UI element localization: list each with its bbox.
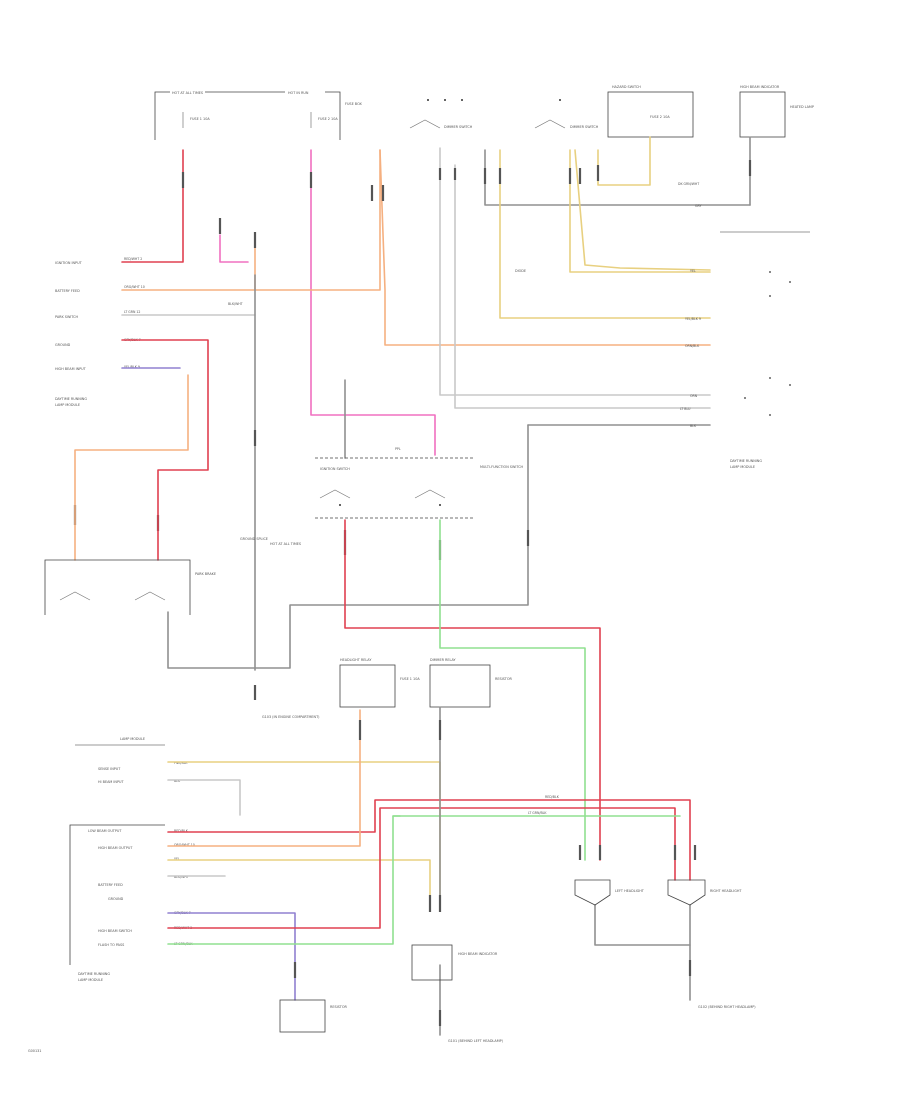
ground-splice: GROUND SPLICE HOT AT ALL TIMES G103 (IN … [240,537,320,719]
pin-battery-feed: BATTERY FEED [55,289,80,293]
wire-code-c13: GRY [695,204,701,208]
right-side-labels: GRY YEL YEL/BLK 9 ORN/BLK ORN LT BLU BLK… [515,182,810,469]
wire-code-c10b: BLK/WHT [174,875,189,879]
hot-at-all-times-label: HOT AT ALL TIMES [172,91,203,95]
daytime-running-label: DAYTIME RUNNING [55,397,87,401]
pin-battery-feed-b: BATTERY FEED [98,883,123,887]
g102-label: G102 (BEHIND RIGHT HEADLAMP) [698,1005,756,1009]
hot-at-all-label: HOT AT ALL TIMES [270,542,301,546]
wire-code-c6: PNK/BLK [174,761,188,765]
ignition-switch-label: IGNITION SWITCH [320,467,350,471]
wire-code-c5: YEL/BLK 9 [124,365,140,369]
fuse-label-hr: FUSE 1 10A [400,677,420,681]
heated-lamp-label: HEATED LAMP [790,105,814,109]
pin-ignition-input: IGNITION INPUT [55,261,83,265]
wire-code-c11b: YEL [174,857,180,861]
wire-code-c10: BLK/WHT [228,302,243,306]
park-brake-label: PARK BRAKE [195,572,216,576]
resistor-label-b: RESISTOR [330,1005,348,1009]
lamp-module-label-b2: LAMP MODULE [78,978,103,982]
pin-hi-beam-input: HI BEAM INPUT [98,780,124,784]
left-pin-labels: IGNITION INPUT RED/WHT 2 BATTERY FEED OR… [55,257,243,407]
pin-high-beam-output: HIGH BEAM OUTPUT [98,846,133,850]
wire-code-c18b: LT GRN/BLK [528,811,547,815]
fuse-box-label: FUSE BOX [345,102,363,106]
fuse-label-hz: FUSE 2 10A [650,115,670,119]
wire-code-c2b: ORG/WHT 10 [174,843,195,847]
wire-code-c16: PPL [395,447,401,451]
wire-code-c7: ORN/BLK [685,344,700,348]
hot-in-run-label: HOT IN RUN [288,91,309,95]
middle-wires [344,519,601,861]
wire-code-c3: LT GRN 12 [124,310,140,314]
fuse-1-label: FUSE 1 10A [190,117,210,121]
right-headlight-label: RIGHT HEADLIGHT [710,889,742,893]
hazard-switch-label: HAZARD SWITCH [612,85,641,89]
hazard-switch: HAZARD SWITCH FUSE 2 10A [607,85,694,138]
right-headlight: RIGHT HEADLIGHT [667,879,742,906]
headlight-relay: HEADLIGHT RELAY FUSE 1 10A [339,658,420,708]
pin-high-beam-switch: HIGH BEAM SWITCH [98,929,132,933]
headlight-relay-label: HEADLIGHT RELAY [340,658,372,662]
resistor-module: RESISTOR [279,999,348,1033]
wire-code-c17b: RED/BLK [545,795,560,799]
wire-code-c15: BLK [690,424,697,428]
page-code: G00131 [28,1049,41,1053]
dimmer-switch-2-label: DIMMER SWITCH [570,125,599,129]
lamp-module-label-r: LAMP MODULE [730,465,755,469]
high-beam-indicator: HIGH BEAM INDICATOR HEATED LAMP [739,85,814,138]
pin-park-switch: PARK SWITCH [55,315,79,319]
dimmer-switch-top-1: DIMMER SWITCH [409,99,473,129]
wire-code-c12: ORN [690,394,698,398]
high-beam-indicator-label-b: HIGH BEAM INDICATOR [458,952,498,956]
dimmer-switch-label: DIMMER SWITCH [444,125,473,129]
g103-label: G103 (IN ENGINE COMPARTMENT) [262,715,320,719]
g101-label: G101 (BEHIND LEFT HEADLAMP) [448,1039,504,1043]
dimmer-relay-label: DIMMER RELAY [430,658,457,662]
wire-code-c14: LT BLU [680,407,691,411]
lamp-module-label: LAMP MODULE [55,403,80,407]
pin-sense-input: SENSE INPUT [98,767,121,771]
wire-code-c15b: BLK [174,779,181,783]
daytime-running-label-r: DAYTIME RUNNING [730,459,762,463]
dimmer-relay: DIMMER RELAY RESISTOR [429,658,513,708]
park-brake-switch: PARK BRAKE [44,559,216,615]
multifunction-label: MULTI-FUNCTION SWITCH [480,465,524,469]
bottom-module: LAMP MODULE SENSE INPUT HI BEAM INPUT LO… [69,737,195,982]
diode-label: DIODE [515,269,526,273]
bottom-wires: RED/BLK LT GRN/BLK [167,706,691,1036]
connector-stubs-top [73,160,752,560]
left-module-wires [74,339,209,561]
g102-ground: G102 (BEHIND RIGHT HEADLAMP) [698,1005,756,1009]
top-wires [121,136,751,671]
connector-stubs-bottom [293,720,697,1026]
ground-splice-label: GROUND SPLICE [240,537,268,541]
lamp-module-label-b: LAMP MODULE [120,737,145,741]
wire-code-c17: RED/BLK [174,829,189,833]
ignition-switch: IGNITION SWITCH MULTI-FUNCTION SWITCH PP… [315,447,524,519]
high-beam-relay-bottom: HIGH BEAM INDICATOR G101 (BEHIND LEFT HE… [411,944,504,1043]
left-headlight: LEFT HEADLIGHT [574,879,645,906]
left-headlight-label: LEFT HEADLIGHT [615,889,645,893]
pin-low-beam-output: LOW BEAM OUTPUT [88,829,122,833]
resistor-label: RESISTOR [495,677,513,681]
wire-code-c5r: YEL/BLK 9 [685,317,701,321]
daytime-running-label-b: DAYTIME RUNNING [78,972,110,976]
pin-flash-to-pass: FLASH TO PASS [98,943,124,947]
fuse-2-label: FUSE 2 10A [318,117,338,121]
wire-code-c2: ORG/WHT 10 [124,285,145,289]
pin-ground-b: GROUND [108,897,124,901]
pin-ground: GROUND [55,343,71,347]
high-beam-indicator-label: HIGH BEAM INDICATOR [740,85,780,89]
pin-high-beam-input: HIGH BEAM INPUT [55,367,87,371]
wire-code-c11: YEL [690,269,696,273]
wire-code-c9: DK GRN/WHT [678,182,699,186]
dimmer-switch-top-2: DIMMER SWITCH [534,99,599,129]
fuse-box-top: HOT AT ALL TIMES HOT IN RUN FUSE BOX FUS… [154,91,363,140]
wire-code-c1: RED/WHT 2 [124,257,142,261]
